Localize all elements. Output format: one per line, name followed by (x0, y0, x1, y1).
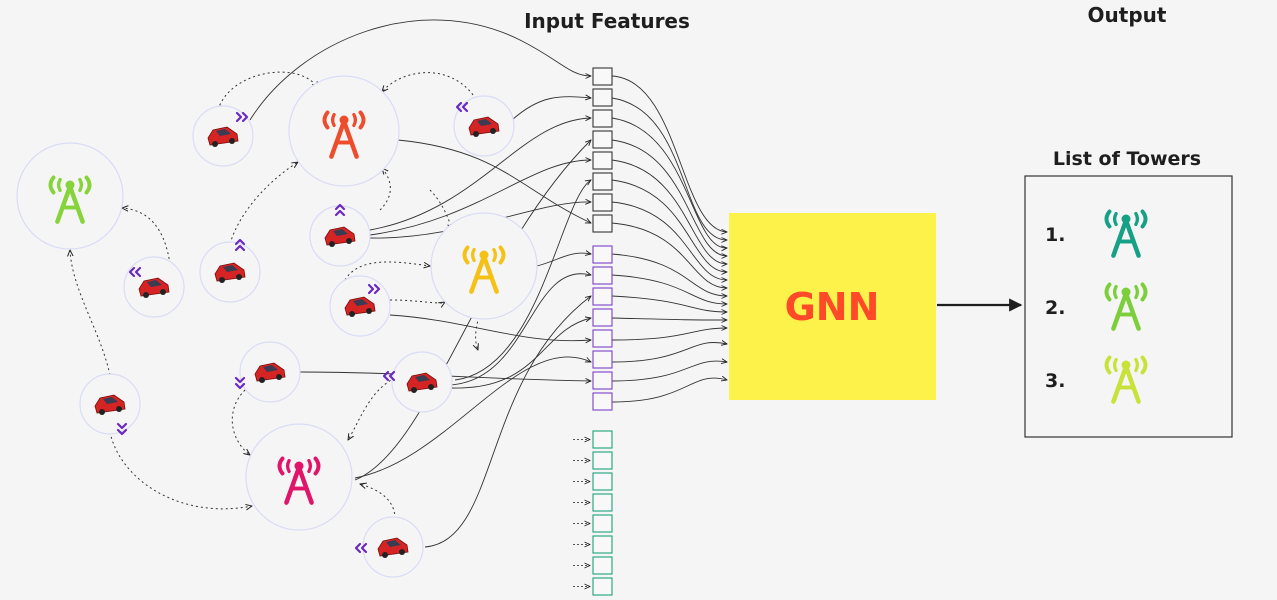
direction-chevron-icon (354, 542, 368, 554)
cell-tower-icon (48, 175, 92, 224)
feature-box (592, 245, 613, 264)
feature-box (592, 430, 613, 449)
cell-tower-icon (462, 245, 506, 294)
feature-box (592, 130, 613, 149)
tower-ranking-list: 1. 2. 3. (1045, 209, 1148, 404)
direction-chevron-icon (455, 101, 469, 113)
direction-chevron-icon (235, 111, 249, 123)
direction-chevron-icon (234, 238, 246, 252)
feature-box (592, 287, 613, 306)
feature-box (592, 493, 613, 512)
feature-box (592, 350, 613, 369)
feature-box (592, 472, 613, 491)
feature-box (592, 329, 613, 348)
direction-chevron-icon (382, 370, 396, 382)
rank-number: 2. (1045, 297, 1065, 319)
input-features-title: Input Features (524, 9, 690, 33)
feature-box (592, 193, 613, 212)
car-icon (468, 116, 500, 137)
cell-tower-icon (1104, 209, 1148, 258)
tower-rank-item: 1. (1045, 209, 1148, 258)
feature-box (592, 67, 613, 86)
feature-edges (249, 19, 727, 548)
cell-tower-icon (277, 456, 321, 505)
feature-box (592, 109, 613, 128)
car-icon (254, 362, 286, 383)
car-icon (214, 262, 246, 283)
direction-chevron-icon (128, 266, 142, 278)
input-feature-boxes (573, 67, 613, 596)
feature-box (592, 451, 613, 470)
feature-box (592, 308, 613, 327)
feature-box (592, 266, 613, 285)
tower-node (430, 212, 538, 320)
car-icon (344, 296, 376, 317)
feature-box (592, 172, 613, 191)
direction-chevron-icon (234, 376, 246, 390)
tower-rank-item: 3. (1045, 355, 1148, 404)
direction-chevron-icon (367, 283, 381, 295)
rank-number: 1. (1045, 224, 1065, 246)
cell-tower-icon (1104, 282, 1148, 331)
car-icon (207, 126, 239, 147)
tower-rank-item: 2. (1045, 282, 1148, 331)
feature-box (592, 556, 613, 575)
feature-box (592, 577, 613, 596)
tower-node (245, 423, 353, 531)
feature-box (592, 514, 613, 533)
car-icon (324, 226, 356, 247)
feature-box (592, 88, 613, 107)
rank-number: 3. (1045, 370, 1065, 392)
tower-node (288, 75, 400, 187)
car-icon (377, 537, 409, 558)
output-title: Output (1088, 3, 1167, 27)
direction-chevron-icon (116, 422, 128, 436)
gnn-label: GNN (785, 285, 880, 329)
cell-tower-icon (1104, 355, 1148, 404)
gnn-box (729, 213, 936, 400)
feature-box (592, 371, 613, 390)
car-icon (94, 394, 126, 415)
cell-tower-icon (322, 110, 366, 159)
graph-nodes (16, 75, 538, 578)
feature-box (592, 535, 613, 554)
direction-chevron-icon (334, 203, 346, 217)
car-icon (138, 277, 170, 298)
tower-list-box (1024, 175, 1233, 438)
car-icon (406, 372, 438, 393)
tower-node (16, 142, 124, 250)
feature-box (592, 214, 613, 233)
feature-box (592, 392, 613, 411)
feature-box (592, 151, 613, 170)
list-of-towers-title: List of Towers (1053, 148, 1201, 170)
